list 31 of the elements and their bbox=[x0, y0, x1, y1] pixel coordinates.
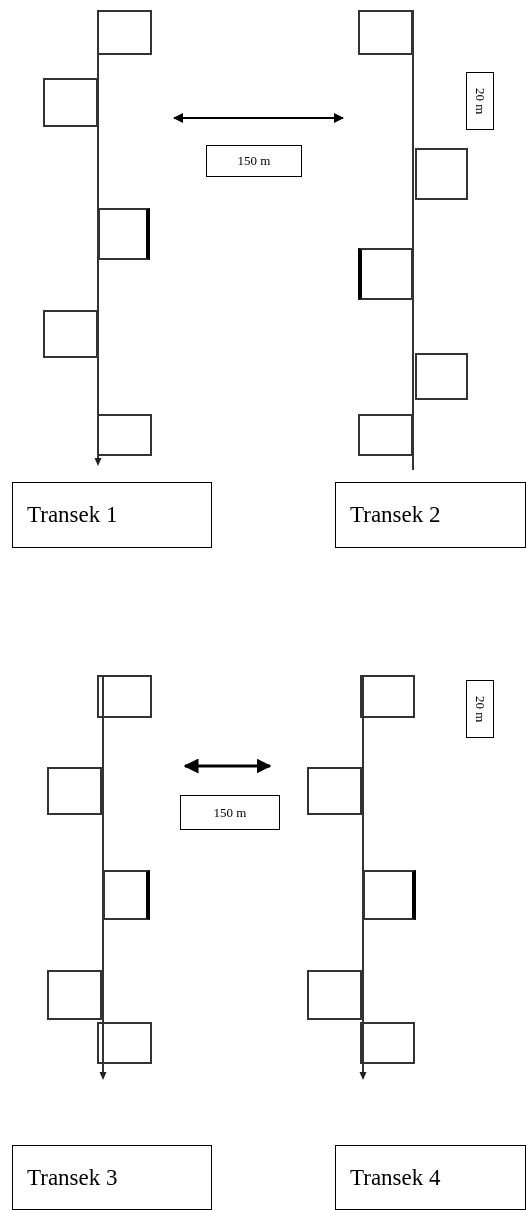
plot-square bbox=[97, 414, 152, 456]
plot-square bbox=[98, 208, 150, 260]
transect-label: Transek 1 bbox=[12, 482, 212, 548]
transect-line bbox=[99, 675, 107, 1080]
plot-square bbox=[360, 1022, 415, 1064]
plot-square bbox=[358, 248, 413, 300]
transect-label: Transek 2 bbox=[335, 482, 526, 548]
transect-line bbox=[409, 10, 417, 470]
plot-square bbox=[43, 78, 98, 127]
plot-square bbox=[47, 970, 102, 1020]
plot-square bbox=[97, 1022, 152, 1064]
distance-label: 150 m bbox=[180, 795, 280, 830]
transect-line bbox=[359, 675, 367, 1080]
plot-square bbox=[43, 310, 98, 358]
plot-square bbox=[307, 970, 362, 1020]
transect-label: Transek 3 bbox=[12, 1145, 212, 1210]
plot-square bbox=[415, 353, 468, 400]
plot-square bbox=[358, 414, 413, 456]
plot-square bbox=[97, 10, 152, 55]
plot-size-label: 20 m bbox=[466, 72, 494, 130]
plot-square bbox=[103, 870, 150, 920]
transect-label: Transek 4 bbox=[335, 1145, 526, 1210]
plot-square bbox=[307, 767, 362, 815]
plot-square bbox=[415, 148, 468, 200]
plot-square bbox=[47, 767, 102, 815]
plot-square bbox=[360, 675, 415, 718]
plot-size-label: 20 m bbox=[466, 680, 494, 738]
plot-square bbox=[358, 10, 413, 55]
plot-square bbox=[97, 675, 152, 718]
plot-square bbox=[363, 870, 416, 920]
distance-label: 150 m bbox=[206, 145, 302, 177]
